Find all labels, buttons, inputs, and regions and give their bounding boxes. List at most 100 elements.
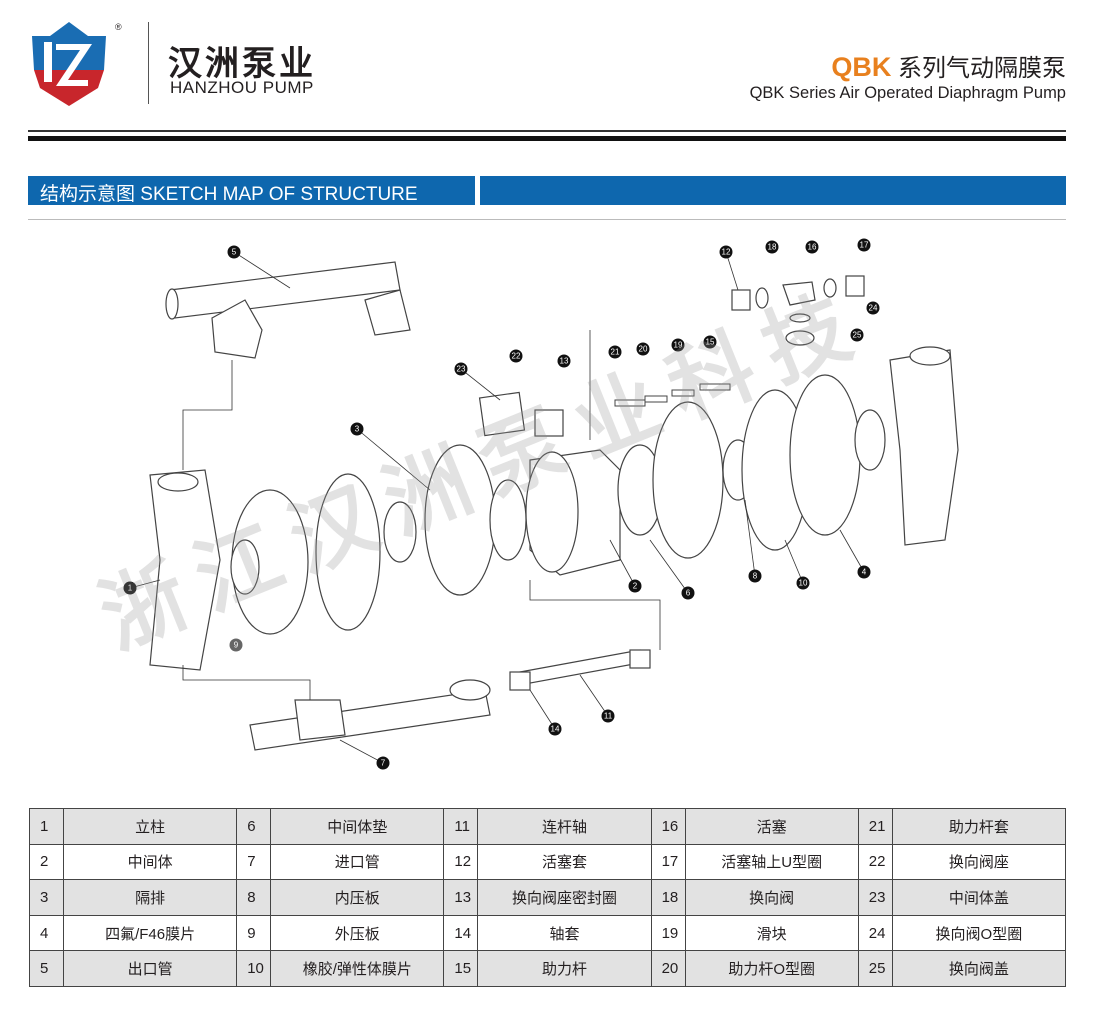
callout-label: 16 — [808, 243, 817, 252]
callout-label: 11 — [604, 712, 613, 721]
product-name-en: QBK Series Air Operated Diaphragm Pump — [749, 84, 1066, 102]
part-name: 换向阀O型圈 — [891, 914, 1067, 952]
part-number: 9 — [236, 914, 272, 952]
part-name: 出口管 — [63, 950, 238, 987]
part-number: 19 — [650, 914, 686, 952]
callout-label: 20 — [639, 345, 648, 354]
product-name-cn: 系列气动隔膜泵 — [898, 55, 1066, 82]
callout-label: 1 — [128, 584, 133, 593]
callout-25: 25 — [850, 328, 864, 342]
callout-23: 23 — [454, 362, 468, 376]
callout-label: 2 — [633, 582, 638, 591]
part-name: 换向阀座 — [891, 843, 1067, 881]
section-rule — [28, 219, 1066, 220]
callout-24: 24 — [866, 301, 880, 315]
part-name: 连杆轴 — [477, 808, 652, 845]
inlet-pipe — [249, 689, 491, 751]
part-number: 7 — [236, 843, 272, 881]
callout-10: 10 — [796, 576, 810, 590]
part-name: 中间体垫 — [270, 808, 445, 845]
callout-label: 13 — [560, 357, 569, 366]
part-number: 2 — [28, 843, 65, 881]
callout-7: 7 — [376, 756, 390, 770]
callout-label: 9 — [234, 641, 239, 650]
part-name: 四氟/F46膜片 — [63, 914, 238, 952]
callout-11: 11 — [601, 709, 615, 723]
part-number: 22 — [857, 843, 893, 881]
callout-4: 4 — [857, 565, 871, 579]
callout-label: 25 — [853, 331, 862, 340]
part-name: 橡胶/弹性体膜片 — [270, 950, 445, 987]
part-name: 活塞 — [684, 808, 859, 845]
brand-name-en: HANZHOU PUMP — [170, 78, 314, 97]
part-number: 14 — [443, 914, 479, 952]
callout-label: 17 — [860, 241, 869, 250]
part-name: 活塞轴上U型圈 — [684, 843, 859, 881]
part-number: 3 — [28, 879, 65, 916]
callout-label: 4 — [862, 568, 867, 577]
callout-2: 2 — [628, 579, 642, 593]
header-rule-thin — [28, 130, 1066, 132]
part-number: 16 — [650, 808, 686, 845]
callout-13: 13 — [557, 354, 571, 368]
left-column — [149, 469, 221, 671]
part-number: 24 — [857, 914, 893, 952]
part-name: 助力杆 — [477, 950, 652, 987]
part-number: 12 — [443, 843, 479, 881]
callout-17: 17 — [857, 238, 871, 252]
part-number: 23 — [857, 879, 893, 916]
part-name: 轴套 — [477, 914, 652, 952]
part-number: 25 — [857, 950, 893, 987]
callout-22: 22 — [509, 349, 523, 363]
part-name: 换向阀 — [684, 879, 859, 916]
inlet-elbow — [294, 699, 346, 741]
part-name: 外压板 — [270, 914, 445, 952]
callout-1: 1 — [123, 581, 137, 595]
part-name: 内压板 — [270, 879, 445, 916]
callout-12: 12 — [719, 245, 733, 259]
callout-18: 18 — [765, 240, 779, 254]
callout-8: 8 — [748, 569, 762, 583]
part-number: 15 — [443, 950, 479, 987]
part-number: 4 — [28, 914, 65, 952]
section-title: 结构示意图 SKETCH MAP OF STRUCTURE — [28, 176, 475, 205]
part-number: 21 — [857, 808, 893, 845]
part-number: 13 — [443, 879, 479, 916]
callout-label: 19 — [674, 341, 683, 350]
part-name: 隔排 — [63, 879, 238, 916]
part-name: 换向阀盖 — [891, 950, 1067, 987]
callout-6: 6 — [681, 586, 695, 600]
registered-mark: ® — [115, 22, 122, 32]
callout-label: 24 — [869, 304, 878, 313]
callout-label: 14 — [551, 725, 560, 734]
callout-19: 19 — [671, 338, 685, 352]
part-number: 11 — [443, 808, 479, 845]
part-number: 5 — [28, 950, 65, 987]
callout-label: 6 — [686, 589, 691, 598]
header-divider — [148, 22, 149, 104]
callout-label: 23 — [457, 365, 466, 374]
callout-5: 5 — [227, 245, 241, 259]
part-number: 18 — [650, 879, 686, 916]
part-name: 中间体盖 — [891, 879, 1067, 916]
callout-label: 8 — [753, 572, 758, 581]
brand-name-cn: 汉洲泵业 — [168, 44, 316, 84]
outlet-elbow-left — [211, 299, 263, 359]
part-number: 20 — [650, 950, 686, 987]
part-name: 立柱 — [63, 808, 238, 845]
callout-20: 20 — [636, 342, 650, 356]
part-number: 8 — [236, 879, 272, 916]
outlet-pipe — [169, 261, 401, 319]
part-name: 助力杆O型圈 — [684, 950, 859, 987]
part-name: 中间体 — [63, 843, 238, 881]
product-code: QBK — [831, 52, 892, 82]
part-name: 助力杆套 — [891, 808, 1067, 845]
header-rule-thick — [28, 136, 1066, 141]
callout-label: 22 — [512, 352, 521, 361]
